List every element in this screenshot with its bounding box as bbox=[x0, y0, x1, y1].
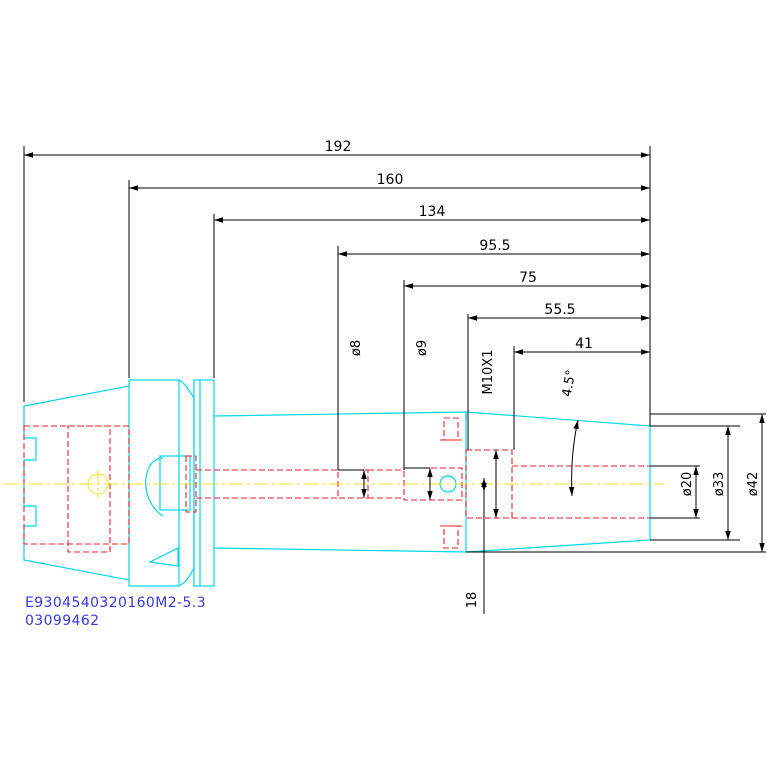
dim-thread: M10X1 bbox=[481, 350, 496, 395]
dimension-lines bbox=[24, 152, 765, 552]
dim-192: 192 bbox=[325, 139, 352, 155]
dimension-text: 192 160 134 95.5 75 55.5 41 ø8 ø9 M10X1 … bbox=[325, 139, 761, 608]
dim-phi8: ø8 bbox=[349, 340, 364, 356]
dim-55-5: 55.5 bbox=[544, 302, 575, 318]
dim-phi42: ø42 bbox=[746, 472, 761, 497]
part-code-line-2: 03099462 bbox=[25, 613, 100, 629]
centerline bbox=[4, 470, 664, 498]
drive-hole bbox=[87, 473, 109, 495]
dim-18: 18 bbox=[465, 592, 480, 609]
dim-160: 160 bbox=[377, 172, 404, 188]
dim-phi20: ø20 bbox=[680, 472, 695, 497]
dim-arc-angle bbox=[568, 419, 579, 497]
dim-phi33: ø33 bbox=[712, 472, 727, 497]
hidden-lines bbox=[23, 417, 650, 553]
part-outline bbox=[23, 379, 651, 587]
extension-lines bbox=[23, 146, 766, 614]
dim-41: 41 bbox=[575, 336, 593, 352]
dim-134: 134 bbox=[419, 204, 446, 220]
dim-angle: 4.5° bbox=[560, 369, 579, 398]
dim-95-5: 95.5 bbox=[479, 238, 510, 254]
part-code-line-1: E9304540320160M2-5.3 bbox=[25, 595, 206, 611]
dim-75: 75 bbox=[519, 270, 537, 286]
dim-phi9: ø9 bbox=[415, 340, 430, 356]
